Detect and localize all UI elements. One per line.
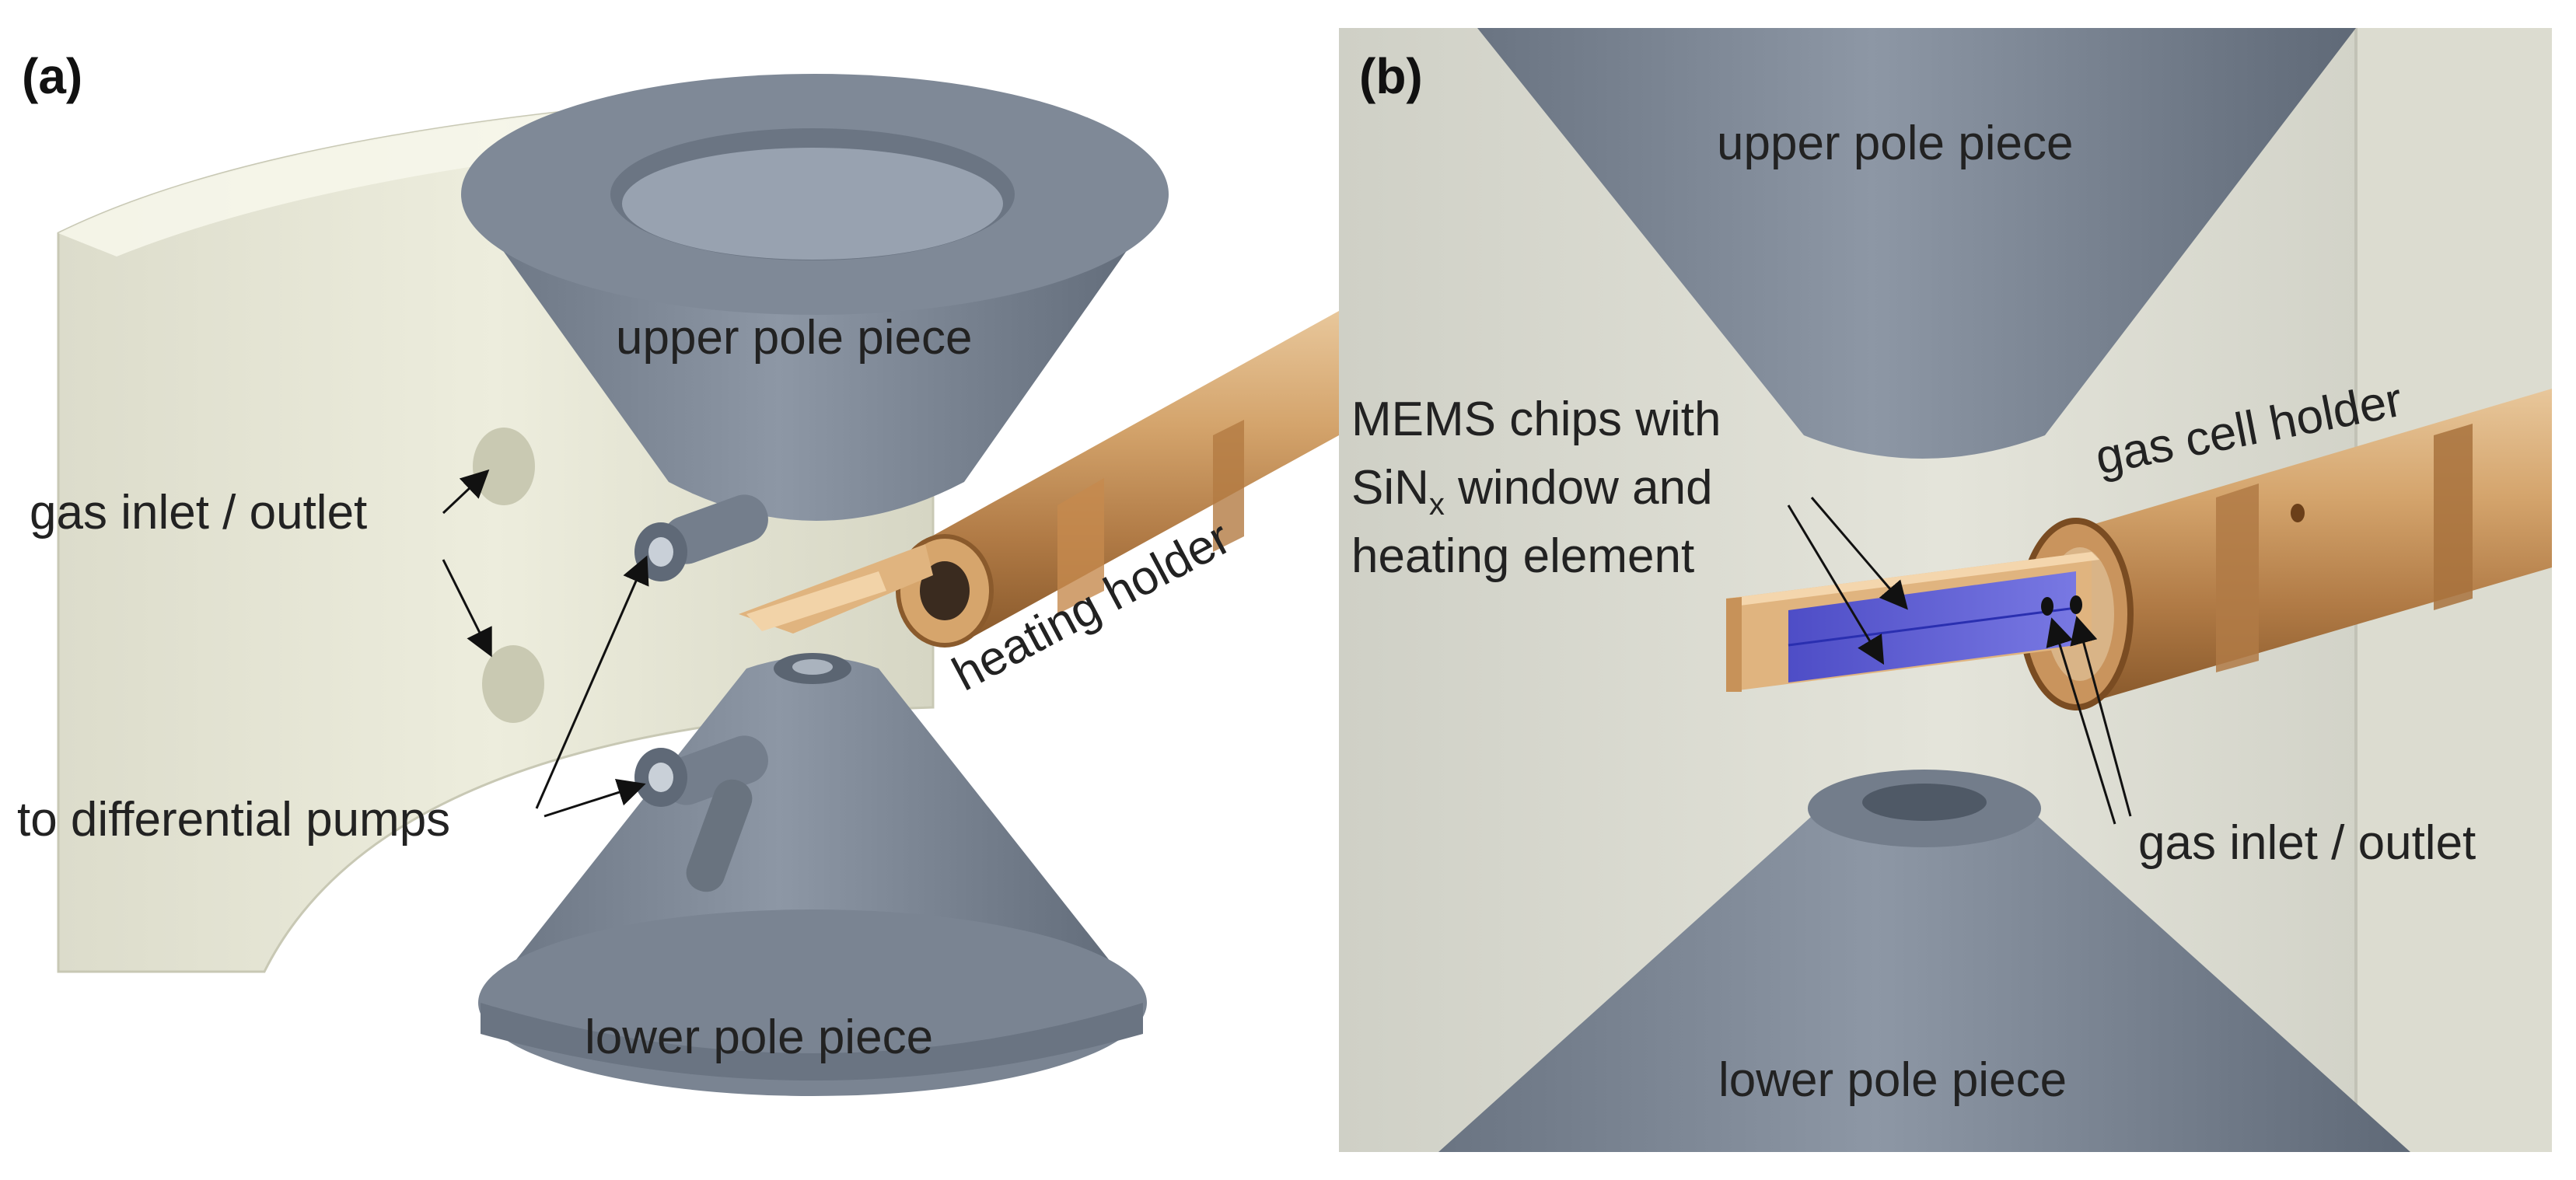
label-lower-pole-piece-a: lower pole piece: [585, 1011, 933, 1064]
arrow-mems-lower: [1787, 504, 1885, 665]
arrow-pump-lower: [544, 778, 646, 818]
panel-a: (a) upper pole piece lower pole piece ga…: [17, 48, 1339, 1096]
arrow-gas-lower: [442, 559, 492, 658]
label-gas-inlet-a: gas inlet / outlet: [30, 486, 367, 539]
panel-b-tag: (b): [1359, 48, 1423, 104]
arrows-a: [442, 469, 649, 818]
label-mems-line-3: heating element: [1351, 529, 1694, 583]
arrows-b: [1787, 497, 2132, 825]
label-differential-pumps: to differential pumps: [17, 793, 450, 847]
label-gas-inlet-b: gas inlet / outlet: [2138, 816, 2476, 870]
label-lower-pole-piece-b: lower pole piece: [1718, 1053, 2067, 1107]
label-mems-line-1: MEMS chips with: [1351, 393, 1721, 446]
arrow-mems-upper: [1810, 497, 1908, 610]
label-mems-line-2: SiNx window and: [1351, 461, 1713, 522]
lower-pole-piece-b: [1438, 770, 2410, 1152]
upper-pole-piece-b: [1477, 28, 2356, 459]
lower-pole-piece-a: [478, 653, 1147, 1096]
panel-b: [1339, 28, 2552, 1152]
label-upper-pole-piece-a: upper pole piece: [616, 311, 972, 365]
panel-a-tag: (a): [22, 48, 82, 104]
arrow-gas-upper: [442, 469, 490, 515]
label-upper-pole-piece-b: upper pole piece: [1717, 117, 2073, 170]
heating-holder: [739, 311, 1339, 648]
arrow-gas-b-right: [2070, 616, 2132, 817]
arrow-gas-b-left: [2046, 617, 2116, 825]
gas-port-upper: [473, 428, 535, 505]
arrow-pump-upper: [535, 555, 649, 809]
gas-port-lower: [482, 645, 544, 723]
